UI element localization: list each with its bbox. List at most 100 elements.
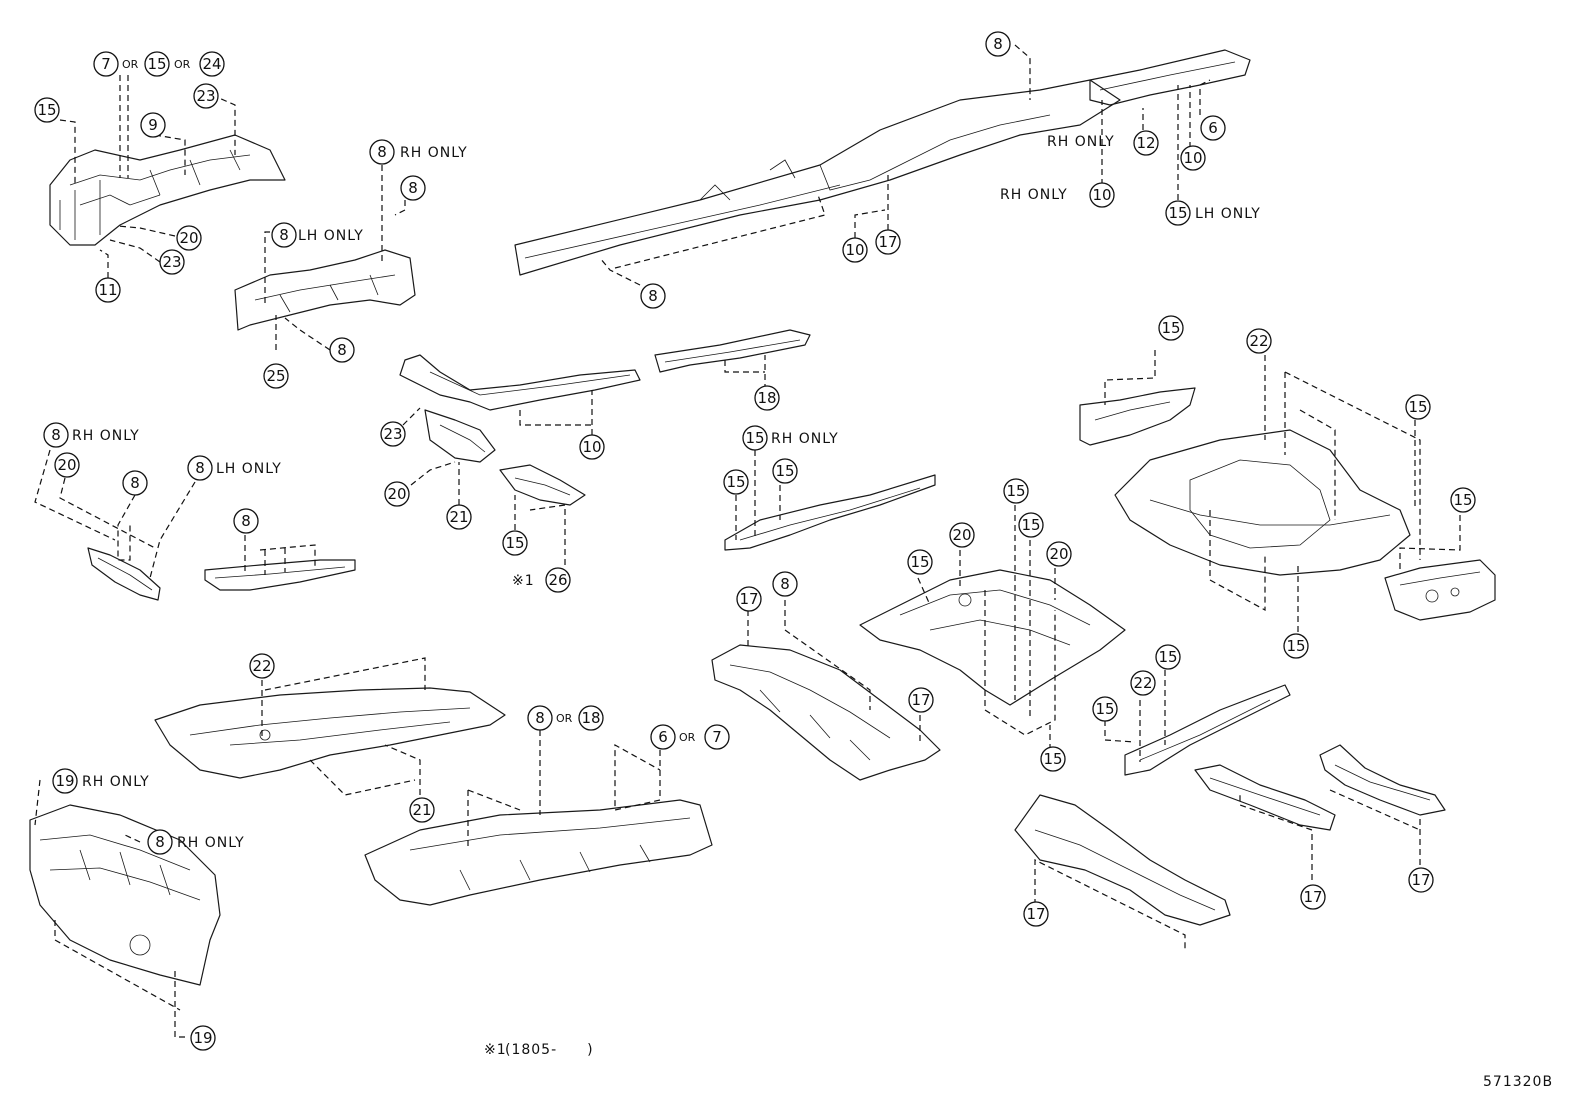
or-label: OR: [679, 731, 696, 744]
svg-text:8: 8: [993, 35, 1003, 53]
callout-17: 17: [1023, 901, 1049, 927]
leader-lines: [34, 44, 1461, 1038]
rh-only-label: RH ONLY: [1000, 187, 1068, 203]
callout-8: 8: [147, 829, 173, 855]
callout-8: 8: [233, 508, 259, 534]
svg-text:15: 15: [775, 462, 794, 480]
callout-8: 8: [985, 31, 1011, 57]
rh-only-label: RH ONLY: [400, 145, 468, 161]
rh-only-label: RH ONLY: [1047, 134, 1115, 150]
callout-20: 20: [176, 225, 202, 251]
diagram-code: 571320B: [1483, 1074, 1553, 1090]
callout-15: 15: [1283, 633, 1309, 659]
svg-text:8: 8: [241, 512, 251, 530]
svg-text:15: 15: [726, 473, 745, 491]
small-bracket-left: [424, 409, 496, 463]
callout-23: 23: [159, 249, 185, 275]
svg-text:15: 15: [1286, 637, 1305, 655]
svg-text:20: 20: [179, 229, 198, 247]
callout-8: 8: [187, 455, 213, 481]
rear-side-member-extension: [1089, 49, 1251, 106]
callout-21: 21: [446, 504, 472, 530]
callouts: 7 OR 15 OR 24 15 23 9 20 23 11 8 RH ONLY…: [34, 31, 1476, 1051]
or-label: OR: [556, 712, 573, 725]
rh-only-label: RH ONLY: [177, 835, 245, 851]
callout-22: 22: [1246, 328, 1272, 354]
callout-17: 17: [908, 687, 934, 713]
front-side-member: [234, 249, 416, 331]
callout-15: 15: [1092, 696, 1118, 722]
lh-only-label: LH ONLY: [216, 461, 282, 477]
rear-floor-side-member: [724, 474, 936, 551]
callout-8: 8: [329, 337, 355, 363]
callout-26: 26: [545, 567, 571, 593]
callout-10: 10: [1089, 182, 1115, 208]
callout-17: 17: [875, 229, 901, 255]
svg-text:8: 8: [195, 459, 205, 477]
callout-10: 10: [842, 237, 868, 263]
callout-17: 17: [736, 586, 762, 612]
callout-15: 15: [1158, 315, 1184, 341]
callout-10: 10: [579, 434, 605, 460]
front-crossmember: [654, 329, 811, 373]
svg-text:10: 10: [582, 438, 601, 456]
callout-20: 20: [384, 481, 410, 507]
dash-panel: [29, 804, 221, 986]
svg-text:6: 6: [1208, 119, 1218, 137]
svg-text:23: 23: [162, 253, 181, 271]
callout-12: 12: [1133, 130, 1159, 156]
svg-text:15: 15: [1043, 750, 1062, 768]
rear-panel-lower: [1384, 559, 1496, 621]
svg-text:8: 8: [130, 474, 140, 492]
svg-text:8: 8: [51, 426, 61, 444]
svg-text:8: 8: [155, 833, 165, 851]
svg-text:15: 15: [910, 553, 929, 571]
callout-23: 23: [380, 421, 406, 447]
svg-text:15: 15: [1168, 204, 1187, 222]
center-floor-pan: [859, 569, 1126, 706]
callout-18: 18: [578, 705, 604, 731]
callout-17: 17: [1300, 884, 1326, 910]
svg-text:23: 23: [196, 87, 215, 105]
svg-text:18: 18: [581, 709, 600, 727]
svg-text:17: 17: [1411, 871, 1430, 889]
callout-8: 8: [527, 705, 553, 731]
callout-15: 15: [723, 469, 749, 495]
rear-crossmember-c: [1319, 744, 1446, 816]
callout-17: 17: [1408, 867, 1434, 893]
svg-text:15: 15: [505, 534, 524, 552]
rear-floor-panel: [364, 799, 713, 906]
callout-8: 8: [772, 571, 798, 597]
rear-crossmember-a: [1124, 684, 1291, 776]
svg-text:10: 10: [1183, 149, 1202, 167]
callout-15: 15: [144, 51, 170, 77]
callout-7: 7: [704, 724, 730, 750]
callout-7: 7: [93, 51, 119, 77]
rear-panel-inner: [1079, 387, 1196, 446]
callout-15: 15: [1165, 200, 1191, 226]
callout-10: 10: [1180, 145, 1206, 171]
rocker-panel: [514, 79, 1121, 276]
svg-text:20: 20: [1049, 545, 1068, 563]
callout-9: 9: [140, 112, 166, 138]
svg-text:7: 7: [101, 55, 111, 73]
svg-text:23: 23: [383, 425, 402, 443]
svg-text:15: 15: [745, 429, 764, 447]
callout-15: 15: [1040, 746, 1066, 772]
callout-8: 8: [271, 222, 297, 248]
svg-text:17: 17: [739, 590, 758, 608]
rear-crossmember-b: [1194, 764, 1336, 831]
callout-19: 19: [190, 1025, 216, 1051]
callout-8: 8: [122, 470, 148, 496]
svg-text:15: 15: [1158, 648, 1177, 666]
callout-20: 20: [1046, 541, 1072, 567]
svg-text:15: 15: [1095, 700, 1114, 718]
small-bracket-right: [499, 464, 586, 506]
callout-8: 8: [369, 139, 395, 165]
callout-20: 20: [949, 522, 975, 548]
svg-text:20: 20: [387, 485, 406, 503]
or-label: OR: [122, 58, 139, 71]
svg-text:21: 21: [412, 801, 431, 819]
callout-6: 6: [650, 724, 676, 750]
